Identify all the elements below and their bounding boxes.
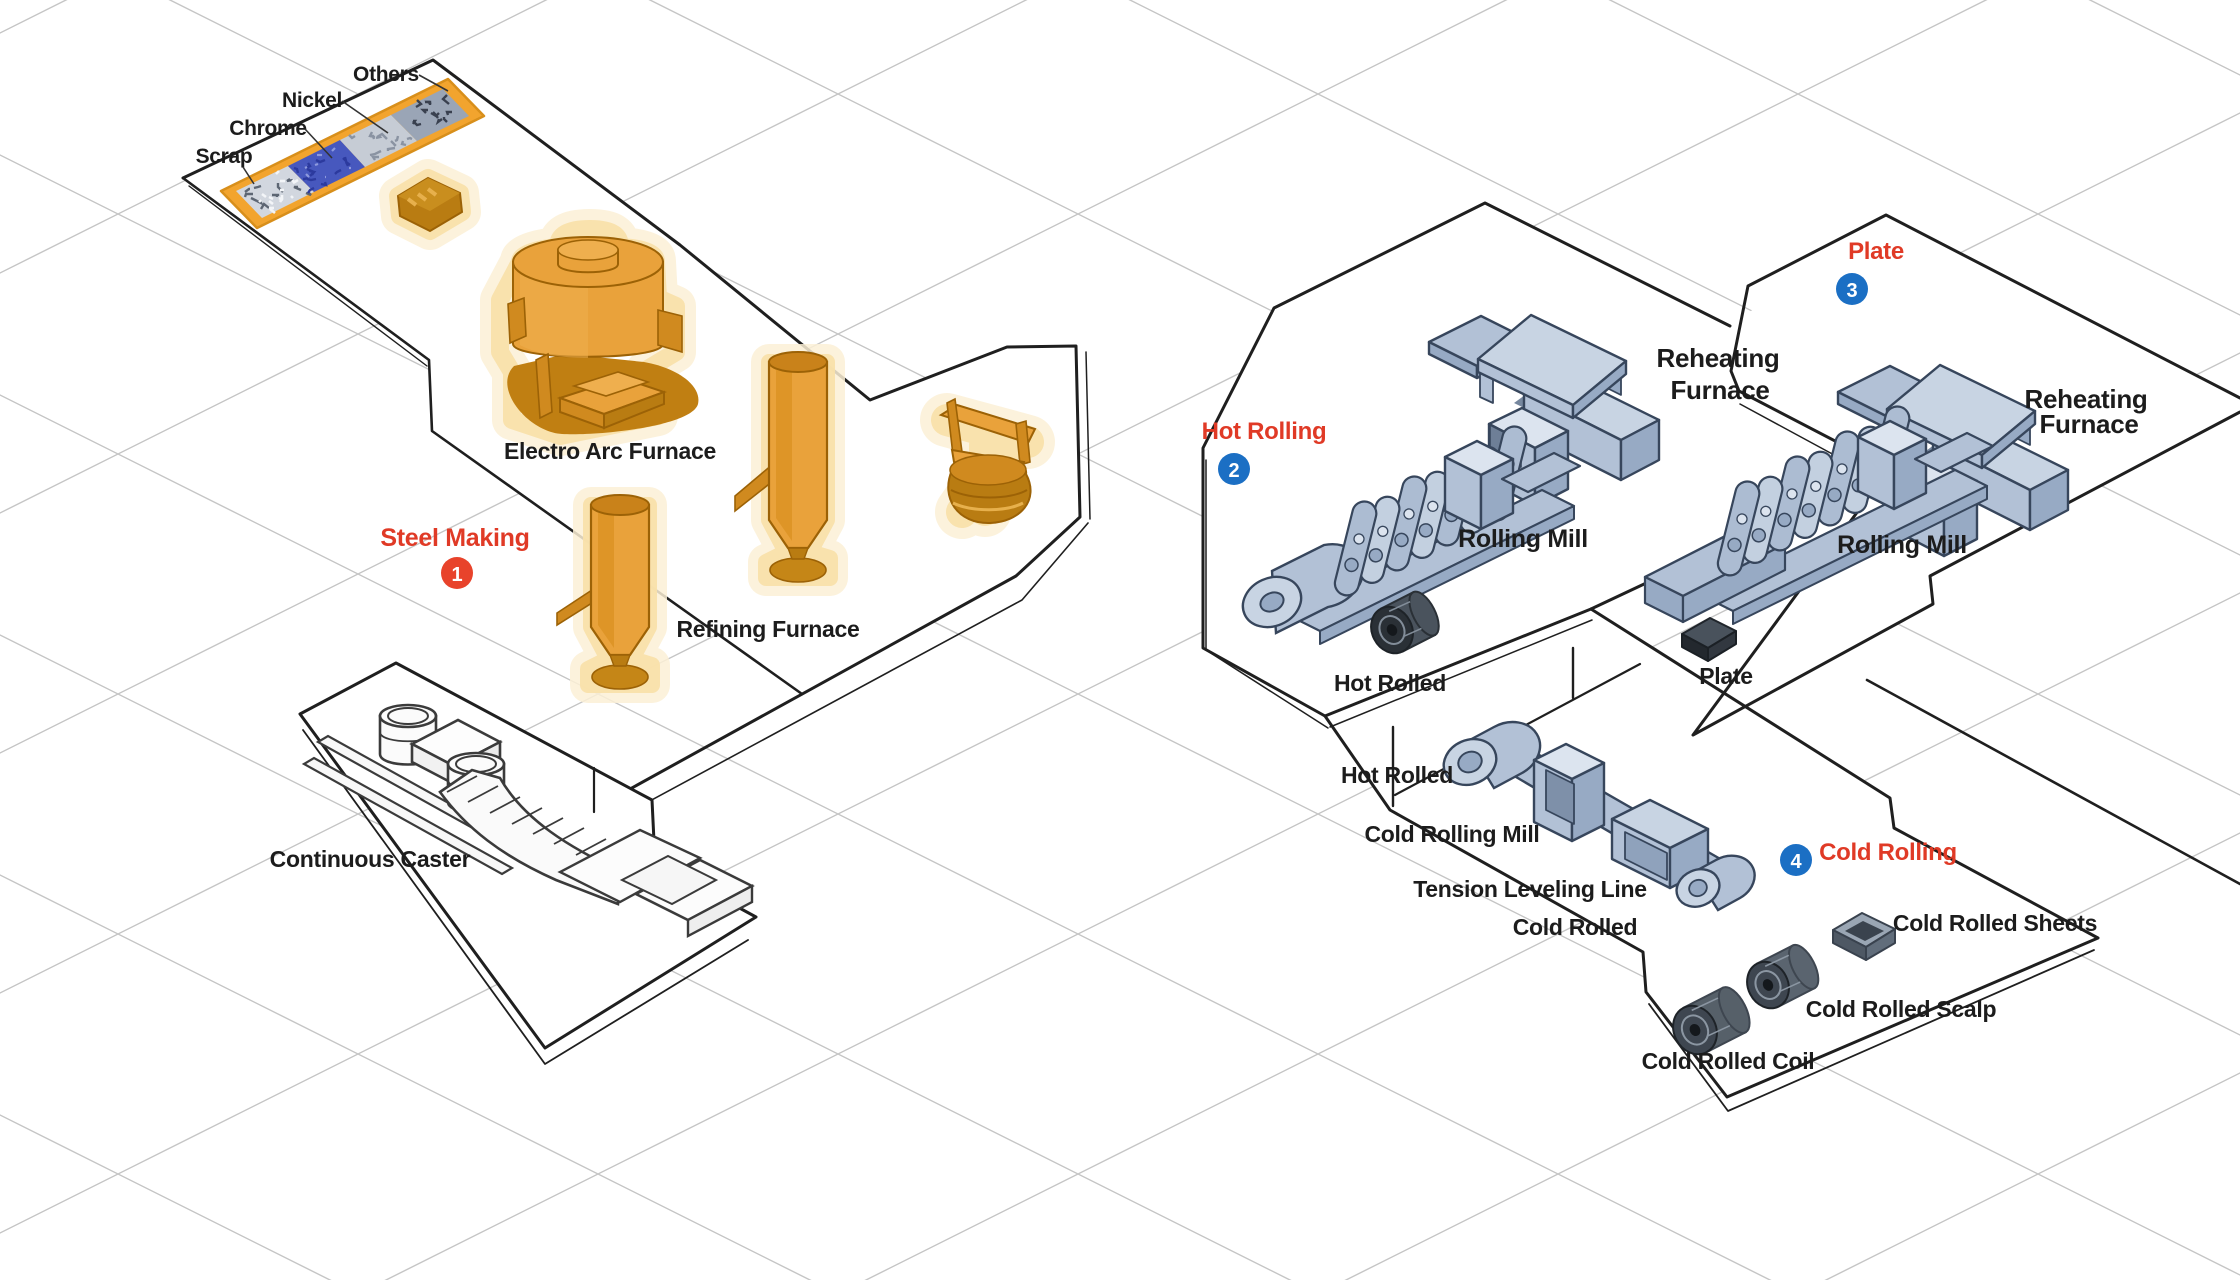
svg-text:Nickel: Nickel [282, 89, 342, 112]
svg-text:Chrome: Chrome [229, 117, 307, 140]
svg-text:Furnace: Furnace [2039, 409, 2138, 439]
svg-text:Plate: Plate [1848, 238, 1904, 265]
svg-text:Steel Making: Steel Making [380, 524, 529, 552]
svg-text:Reheating: Reheating [1657, 343, 1780, 373]
svg-text:Rolling Mill: Rolling Mill [1458, 525, 1588, 553]
svg-text:2: 2 [1228, 460, 1239, 482]
svg-text:Cold Rolled Coil: Cold Rolled Coil [1642, 1048, 1815, 1074]
svg-text:Hot Rolled: Hot Rolled [1334, 670, 1446, 696]
svg-text:3: 3 [1846, 280, 1857, 302]
svg-text:4: 4 [1790, 851, 1802, 873]
svg-text:Furnace: Furnace [1670, 375, 1769, 405]
svg-text:Continuous Caster: Continuous Caster [270, 846, 471, 872]
svg-text:Refining Furnace: Refining Furnace [676, 616, 859, 642]
svg-text:Tension Leveling Line: Tension Leveling Line [1413, 876, 1647, 902]
svg-text:Hot Rolled: Hot Rolled [1341, 762, 1453, 788]
svg-text:Cold Rolling Mill: Cold Rolling Mill [1364, 821, 1539, 847]
svg-text:Electro Arc Furnace: Electro Arc Furnace [504, 438, 716, 464]
svg-text:Cold Rolled Scalp: Cold Rolled Scalp [1806, 996, 1997, 1022]
svg-text:Plate: Plate [1699, 663, 1752, 689]
svg-text:1: 1 [451, 564, 462, 586]
svg-text:Cold Rolled: Cold Rolled [1513, 914, 1637, 940]
svg-text:Reheating: Reheating [2025, 384, 2148, 414]
svg-text:Rolling Mill: Rolling Mill [1837, 531, 1967, 559]
svg-text:Others: Others [353, 63, 419, 86]
svg-text:Cold Rolling: Cold Rolling [1819, 839, 1957, 866]
svg-text:Cold Rolled Sheets: Cold Rolled Sheets [1893, 910, 2097, 936]
svg-text:Scrap: Scrap [196, 145, 253, 168]
svg-text:Hot Rolling: Hot Rolling [1202, 418, 1327, 445]
